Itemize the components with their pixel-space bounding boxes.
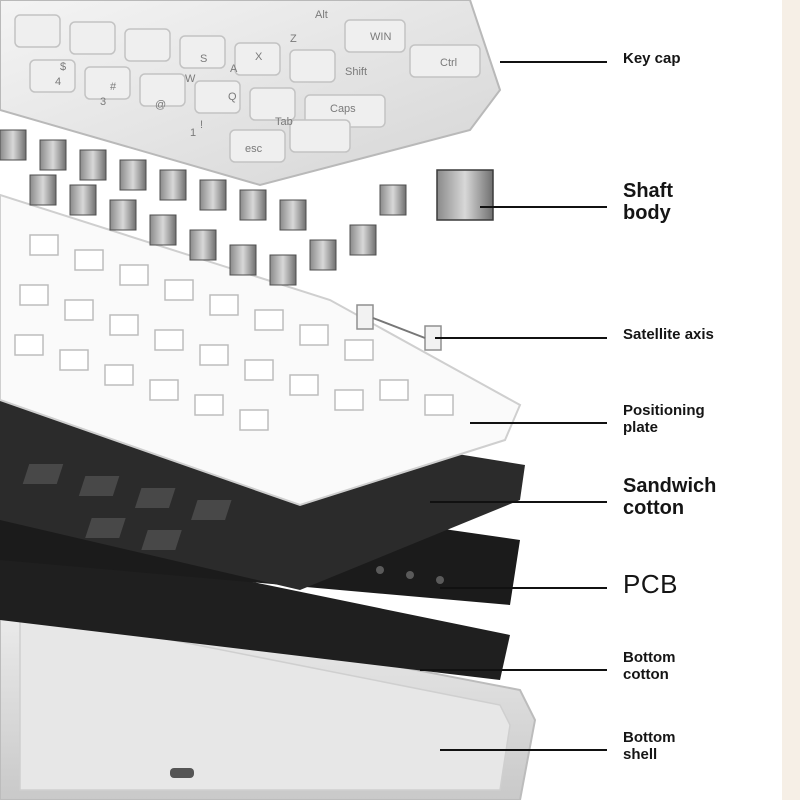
leader-pcb (440, 587, 607, 589)
legend-ctrl: Ctrl (440, 57, 457, 69)
positioning-plate-layer (0, 193, 522, 507)
label-positioning-plate: Positioning plate (623, 402, 705, 436)
legend-bang: ! (200, 119, 203, 131)
switch-grid (0, 129, 407, 286)
legend-z: Z (290, 33, 297, 45)
leader-sandwich-cotton (430, 501, 607, 503)
label-satellite-axis: Satellite axis (623, 326, 714, 343)
usb-port (170, 768, 194, 778)
legend-4: 4 (55, 76, 61, 88)
leader-shaft-body (480, 206, 607, 208)
label-sandwich-cotton: Sandwich cotton (623, 475, 717, 520)
legend-w: W (185, 73, 196, 85)
label-pcb: PCB (623, 569, 678, 599)
legend-at: @ (155, 99, 166, 111)
legend-hash: # (110, 81, 117, 93)
keycap-grid (14, 14, 481, 163)
satellite-axis-parts (356, 304, 442, 351)
legend-alt: Alt (315, 9, 328, 21)
leader-satellite-axis (435, 337, 607, 339)
legend-3: 3 (100, 96, 106, 108)
leader-bottom-cotton (420, 669, 607, 671)
label-bottom-cotton: Bottom cotton (623, 649, 676, 683)
legend-shift: Shift (345, 66, 367, 78)
legend-win: WIN (370, 31, 391, 43)
shaft-body-switch (436, 169, 494, 221)
keycap-layer (0, 0, 502, 187)
legend-a: A (230, 63, 238, 75)
legend-caps: Caps (330, 103, 356, 115)
keycap-legends: Ctrl WIN Alt Shift Caps Tab esc Z X A S … (55, 9, 457, 155)
legend-x: X (255, 51, 263, 63)
leader-bottom-shell (440, 749, 607, 751)
switch-layer (0, 129, 494, 286)
label-key-cap: Key cap (623, 50, 681, 67)
label-shaft-body: Shaft body (623, 180, 673, 225)
leader-positioning-plate (470, 422, 607, 424)
leader-key-cap (500, 61, 607, 63)
legend-tab: Tab (275, 116, 293, 128)
legend-q: Q (228, 91, 237, 103)
label-bottom-shell: Bottom shell (623, 729, 676, 763)
bottom-shell-layer (0, 588, 537, 800)
plate-cutouts (14, 234, 454, 431)
legend-esc: esc (245, 143, 263, 155)
legend-s: S (200, 53, 207, 65)
legend-dollar: $ (60, 61, 66, 73)
bottom-shell-inner (19, 609, 511, 791)
background-strip (782, 0, 800, 800)
sandwich-cotton-cutouts (22, 464, 232, 550)
legend-1: 1 (190, 127, 196, 139)
